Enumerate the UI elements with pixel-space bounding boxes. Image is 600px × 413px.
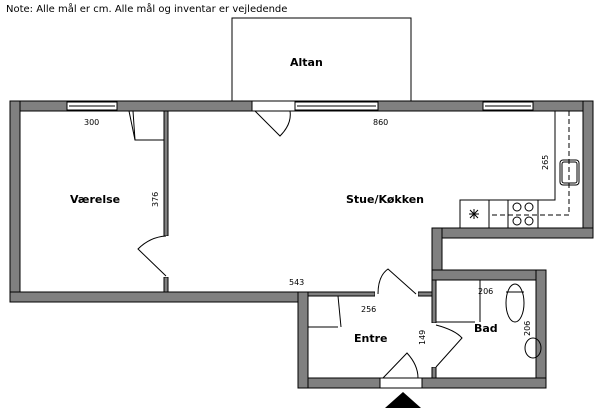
kitchen [459, 111, 580, 229]
dim-entre-depth: 149 [418, 330, 427, 345]
dim-kitchen: 265 [541, 155, 550, 170]
doors [137, 100, 463, 389]
dim-vaerelse-width: 300 [84, 118, 99, 127]
bathroom-fixtures [436, 280, 542, 359]
room-label-altan: Altan [290, 56, 323, 69]
dim-stue-depth: 543 [289, 278, 304, 287]
dim-bad-depth: 206 [523, 321, 532, 336]
room-label-bad: Bad [474, 322, 498, 335]
walls [9, 100, 594, 389]
room-label-vaerelse: Værelse [70, 193, 120, 206]
dim-entre-width: 256 [361, 305, 376, 314]
room-label-stue: Stue/Køkken [346, 193, 424, 206]
entrance-arrow [385, 392, 421, 408]
dim-bad-width: 206 [478, 287, 493, 296]
dim-stue-width: 860 [373, 118, 388, 127]
dim-vaerelse-depth: 376 [151, 192, 160, 207]
room-label-entre: Entre [354, 332, 388, 345]
plan-note: Note: Alle mål er cm. Alle mål og invent… [6, 4, 288, 15]
wardrobes [128, 110, 342, 328]
windows [66, 101, 534, 111]
